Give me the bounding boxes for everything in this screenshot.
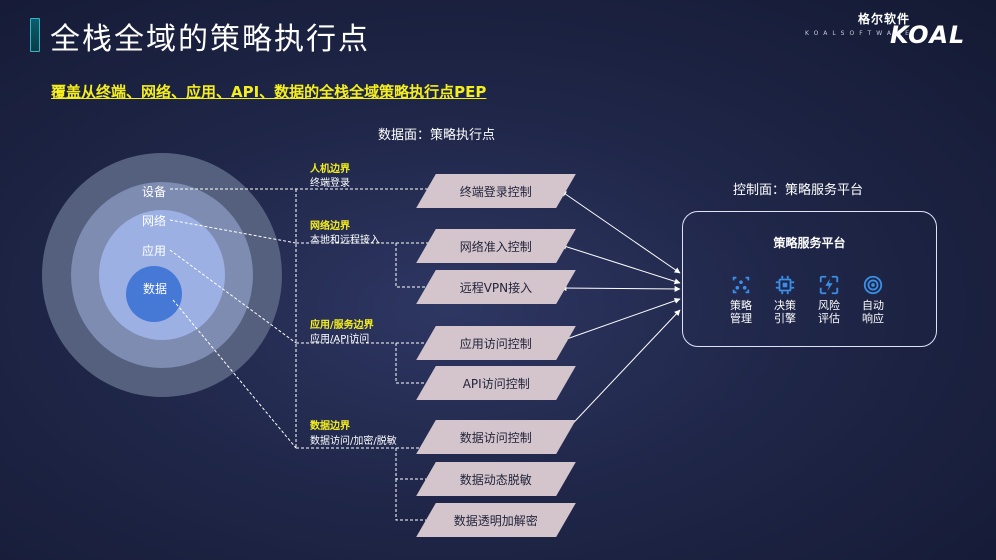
- module-label-line2: 管理: [730, 312, 752, 325]
- module-auto-response: 自动 响应: [855, 274, 891, 325]
- boundary-title-network: 网络边界: [310, 221, 350, 232]
- logo-chinese-name: 格尔软件: [858, 12, 911, 26]
- title-accent-bar: [30, 18, 40, 52]
- boundary-title-application: 应用/服务边界: [310, 320, 374, 331]
- platform-title: 策略服务平台: [773, 236, 846, 250]
- boundary-title-human-machine: 人机边界: [310, 164, 350, 175]
- ring-data-core: [126, 266, 182, 322]
- logo-tagline: KOALSOFTWARE: [805, 30, 914, 37]
- module-label-line1: 风险: [818, 299, 840, 312]
- koal-logo: KOAL: [890, 21, 966, 49]
- pep-label: 远程VPN接入: [459, 280, 533, 295]
- module-risk-assessment: 风险 评估: [811, 274, 847, 325]
- leader-network: [169, 219, 297, 244]
- leader-application: [169, 249, 297, 344]
- arrow-network-access: [560, 243, 681, 285]
- module-label-line1: 决策: [774, 299, 796, 312]
- pep-network-access-control: 网络准入控制: [416, 229, 576, 263]
- arrow-data-access: [560, 309, 681, 437]
- arrow-app-access: [560, 297, 681, 343]
- boundary-desc-data: 数据访问/加密/脱敏: [310, 436, 397, 447]
- pep-label: API访问控制: [462, 376, 530, 391]
- branch-vpn: [395, 243, 426, 288]
- arrow-terminal-login: [560, 190, 681, 274]
- boundary-desc-application: 应用/API访问: [310, 334, 370, 345]
- pep-label: 数据动态脱敏: [459, 472, 532, 487]
- decision-engine-chip-icon: [775, 275, 795, 295]
- pep-data-dynamic-masking: 数据动态脱敏: [416, 462, 576, 496]
- control-plane-label: 控制面：策略服务平台: [733, 183, 864, 198]
- slide-subtitle: 覆盖从终端、网络、应用、API、数据的全栈全域策略执行点PEP: [51, 83, 487, 101]
- pep-api-access-control: API访问控制: [416, 366, 576, 400]
- pep-data-access-control: 数据访问控制: [416, 420, 576, 454]
- pep-label: 数据访问控制: [459, 430, 532, 445]
- boundary-desc-network: 本地和远程接入: [310, 235, 380, 246]
- pep-label: 网络准入控制: [459, 239, 532, 254]
- pep-application-access-control: 应用访问控制: [416, 326, 576, 360]
- page-title: 全栈全域的策略执行点: [50, 22, 370, 57]
- pep-data-transparent-encryption: 数据透明加解密: [416, 503, 576, 537]
- pep-label: 应用访问控制: [459, 336, 532, 351]
- module-label-line1: 自动: [862, 299, 884, 312]
- policy-service-platform: 策略服务平台 策略 管理 决策 引擎 风险 评估: [682, 211, 937, 347]
- branch-encryption: [395, 479, 426, 521]
- module-label-line2: 响应: [862, 312, 884, 325]
- ring-label-application: 应用: [142, 244, 167, 258]
- ring-label-data: 数据: [143, 282, 168, 296]
- arrow-vpn: [560, 285, 681, 292]
- boundary-desc-human-machine: 终端登录: [310, 178, 350, 189]
- branch-api: [395, 343, 426, 384]
- module-label-line2: 引擎: [774, 312, 796, 325]
- module-label-line1: 策略: [730, 299, 752, 312]
- pep-label: 终端登录控制: [459, 184, 532, 199]
- ring-label-network: 网络: [142, 214, 167, 228]
- ring-label-device: 设备: [142, 185, 167, 199]
- module-label-line2: 评估: [818, 312, 840, 325]
- leader-data: [172, 299, 297, 449]
- data-plane-label: 数据面：策略执行点: [378, 128, 496, 143]
- module-decision-engine: 决策 引擎: [767, 274, 803, 325]
- module-policy-management: 策略 管理: [723, 274, 759, 325]
- policy-management-icon: [732, 276, 750, 294]
- risk-assessment-icon: [819, 275, 839, 295]
- pep-remote-vpn-access: 远程VPN接入: [416, 270, 576, 304]
- auto-response-icon: [863, 275, 883, 295]
- pep-terminal-login-control: 终端登录控制: [416, 174, 576, 208]
- boundary-title-data: 数据边界: [310, 421, 350, 432]
- pep-label: 数据透明加解密: [453, 513, 538, 528]
